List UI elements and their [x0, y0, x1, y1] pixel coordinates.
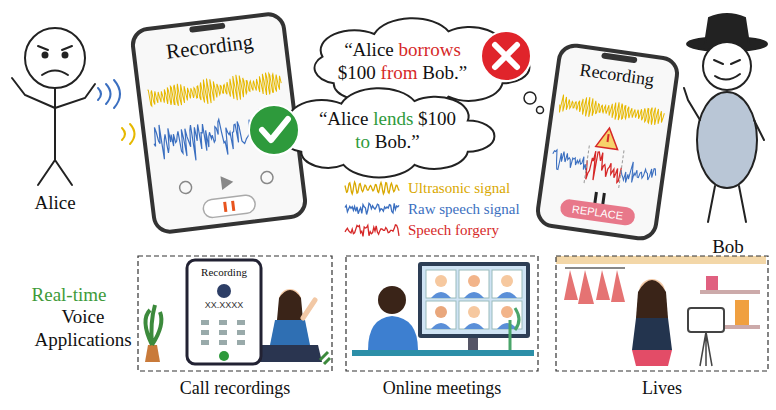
word: Bob.” [375, 131, 420, 152]
phone-notch [601, 52, 637, 63]
rewind-icon [179, 181, 192, 194]
phone: RecordingXX.XXXX [185, 258, 263, 366]
word: from [381, 62, 418, 83]
warning-icon [596, 127, 621, 150]
waveform [345, 225, 399, 237]
word: Bob.” [422, 62, 467, 83]
dashed-frame [138, 256, 332, 371]
application-heading: Real-time [4, 284, 134, 306]
pause-button [202, 194, 256, 218]
word: lends [373, 108, 413, 129]
keypad-key [219, 330, 227, 335]
waveform [585, 150, 624, 184]
phone-body [187, 260, 261, 364]
keypad-key [201, 320, 209, 325]
pause-icon [225, 201, 234, 212]
video-tile [459, 270, 489, 298]
phone: Recording [128, 9, 310, 237]
phone: RecordingREPLACE [533, 40, 683, 244]
dashed-frame [346, 256, 538, 371]
cross-mark [481, 31, 531, 81]
video-tile [426, 301, 456, 329]
live-illustration [556, 256, 766, 366]
caller-number: XX.XXXX [205, 300, 244, 310]
video-tile [426, 270, 456, 298]
keypad-key [219, 340, 227, 345]
waveform [551, 149, 588, 173]
participant [468, 306, 480, 318]
keypad-key [237, 320, 245, 325]
participant [501, 306, 513, 318]
dashed-frame [556, 256, 768, 371]
participant [497, 323, 517, 329]
phone-body [536, 44, 679, 241]
person-name: Bob [690, 236, 766, 258]
waveform [151, 107, 288, 166]
check-mark [249, 105, 299, 155]
bob-figure [684, 14, 767, 222]
keypad-key [219, 320, 227, 325]
keypad-key [201, 330, 209, 335]
avatar [217, 284, 231, 298]
legend-text: Ultrasonic signal [408, 178, 510, 198]
waveform [559, 93, 666, 127]
scene-caption: Call recordings [180, 378, 290, 399]
participant [435, 306, 447, 318]
participant [468, 275, 480, 287]
forgery-bounds [584, 146, 624, 190]
warning-icon [608, 134, 609, 142]
participant [435, 275, 447, 287]
keypad-key [237, 330, 245, 335]
word: to [355, 131, 370, 152]
video-tile [492, 270, 522, 298]
waveform [345, 182, 399, 194]
waveform [345, 203, 399, 214]
meeting-illustration [352, 262, 534, 356]
participant [431, 323, 451, 329]
participant [464, 292, 484, 298]
phone-body [131, 12, 307, 233]
keypad-key [201, 340, 209, 345]
scene-box: Call recordings RecordingXX.XXXX [137, 255, 333, 405]
call-button [219, 351, 229, 361]
word: $100 [418, 108, 456, 129]
video-tile [459, 301, 489, 329]
application-heading: Voice Applications [30, 306, 136, 352]
scene-caption: Lives [642, 378, 682, 399]
phone-notch [189, 23, 225, 33]
participant [501, 275, 513, 287]
forward-icon [260, 171, 273, 184]
scene-caption: Online meetings [383, 378, 501, 399]
participant [497, 292, 517, 298]
play-icon [220, 175, 234, 190]
speech-text: “Alice lends $100 to Bob.” [313, 108, 462, 154]
scene-box: Online meetings [345, 255, 539, 405]
scene-box: Lives [555, 255, 769, 405]
waveform [620, 160, 657, 186]
legend-text: Speech forgery [408, 220, 499, 240]
legend-samples [345, 182, 399, 236]
alice-figure [12, 28, 135, 185]
thought-cloud: “Alice lends $100 to Bob.” [268, 92, 490, 170]
waveform [147, 69, 283, 110]
keypad-key [237, 340, 245, 345]
cloud-outline [315, 18, 530, 110]
person-name: Alice [10, 192, 100, 214]
legend-text: Raw speech signal [408, 199, 520, 219]
participant [464, 323, 484, 329]
participant [431, 292, 451, 298]
thought-cloud: “Alice borrows $100 from Bob.” [300, 22, 525, 102]
word: $100 [338, 62, 376, 83]
speech-text: “Alice borrows $100 from Bob.” [330, 39, 475, 85]
word: borrows [399, 39, 461, 60]
cloud-outline [282, 88, 494, 177]
screen-title: Recording [201, 266, 247, 278]
word: “Alice [344, 39, 394, 60]
word: “Alice [319, 108, 369, 129]
